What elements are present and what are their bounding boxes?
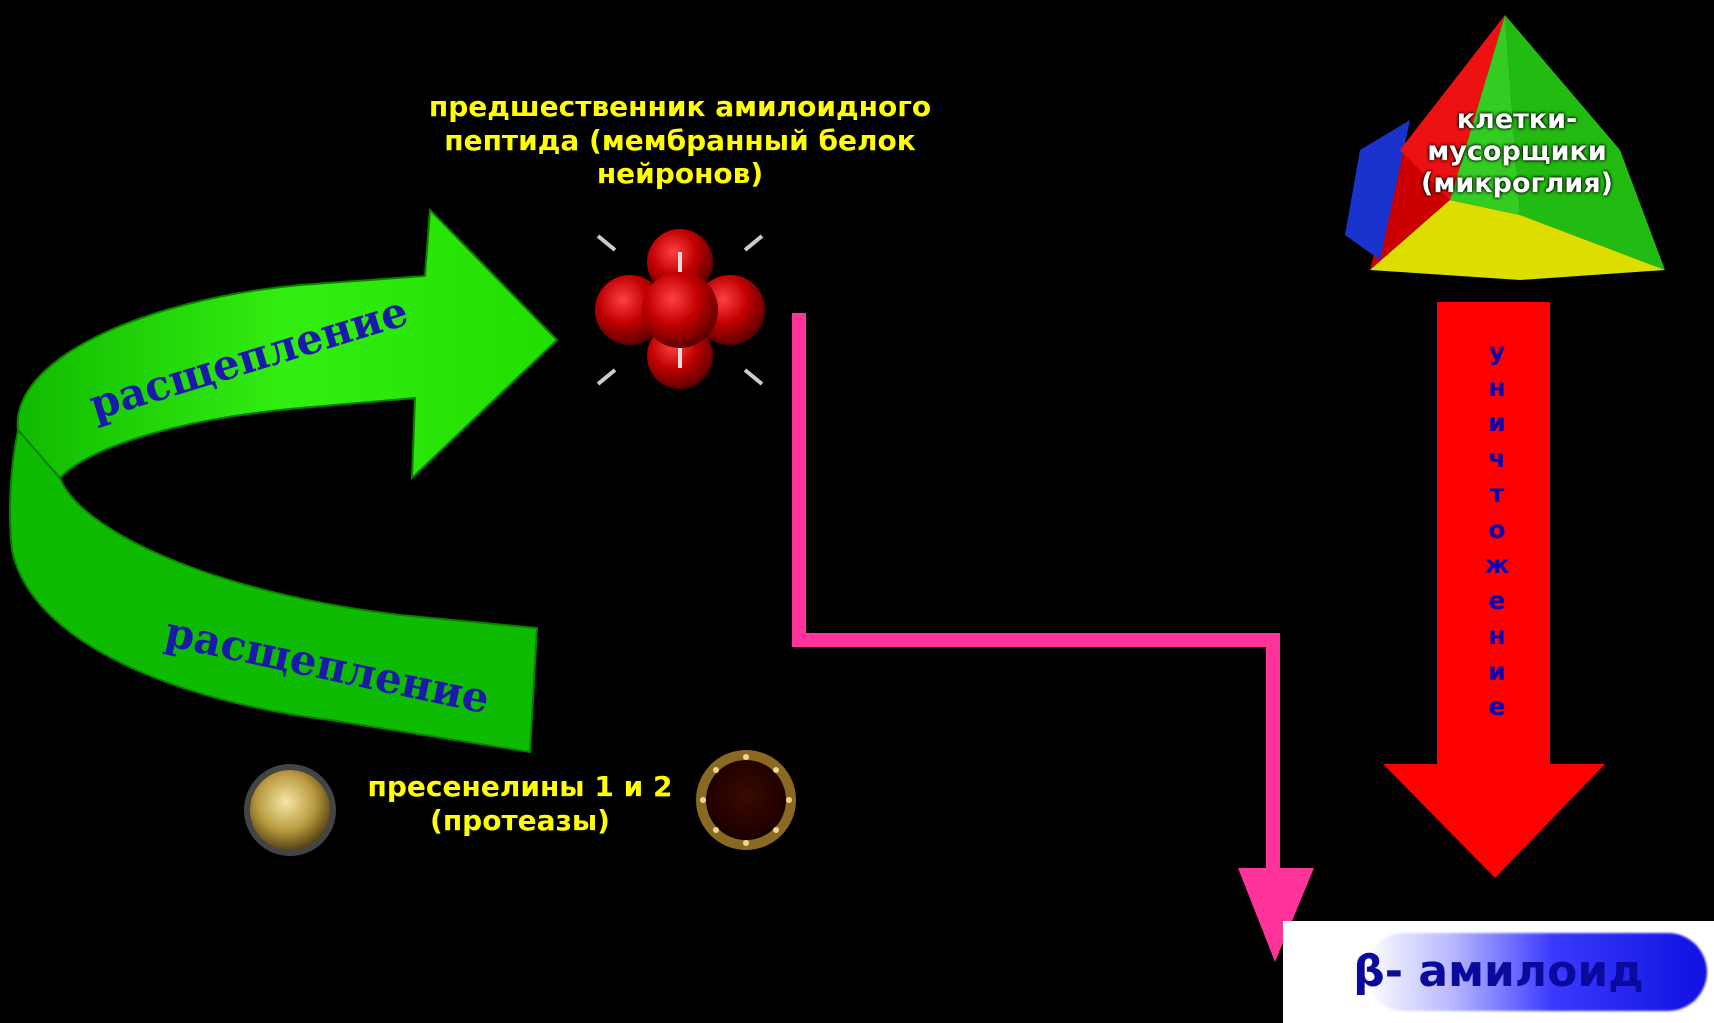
microglia-line-2: мусорщики bbox=[1392, 136, 1642, 168]
destruction-letter: ж bbox=[1475, 547, 1519, 583]
destruction-letter: у bbox=[1475, 334, 1519, 370]
microglia-label: клетки- мусорщики (микроглия) bbox=[1392, 104, 1642, 200]
destruction-letter: и bbox=[1475, 405, 1519, 441]
microglia-line-3: (микроглия) bbox=[1392, 168, 1642, 200]
presenilin-right-icon bbox=[696, 750, 796, 850]
microglia-line-1: клетки- bbox=[1392, 104, 1642, 136]
destruction-letter: н bbox=[1475, 618, 1519, 654]
destruction-letter: н bbox=[1475, 370, 1519, 406]
pink-path-line bbox=[799, 313, 1273, 872]
destruction-letter: о bbox=[1475, 512, 1519, 548]
beta-amyloid-label: β- амилоид bbox=[1283, 921, 1714, 1023]
presenilin-left-icon bbox=[244, 764, 336, 856]
presenilin-label: пресенелины 1 и 2 (протеазы) bbox=[350, 770, 690, 837]
destruction-letter: ч bbox=[1475, 441, 1519, 477]
destruction-letter: е bbox=[1475, 689, 1519, 725]
destruction-letter: и bbox=[1475, 654, 1519, 690]
precursor-title: предшественник амилоидного пептида (мемб… bbox=[395, 90, 965, 191]
destruction-letter: т bbox=[1475, 476, 1519, 512]
presenilin-label-line-1: пресенелины 1 и 2 bbox=[350, 770, 690, 804]
precursor-molecule-icon bbox=[575, 229, 785, 390]
destruction-letter: е bbox=[1475, 583, 1519, 619]
presenilin-label-line-2: (протеазы) bbox=[350, 804, 690, 838]
destruction-label: у н и ч т о ж е н и е bbox=[1475, 334, 1519, 725]
